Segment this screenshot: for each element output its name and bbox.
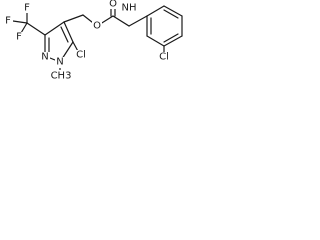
bond-c3-c4 xyxy=(44,21,65,36)
atom-f-top: F xyxy=(24,3,30,14)
atom-cl-pyrazole: Cl xyxy=(76,50,86,61)
atom-methyl: CH3 xyxy=(51,71,72,82)
atom-n1: N xyxy=(56,57,63,68)
bond-ph5 xyxy=(146,35,165,47)
bond-c-f3 xyxy=(20,22,28,34)
atom-o-ether: O xyxy=(93,21,101,32)
atom-o-carbonyl: O xyxy=(109,0,117,10)
atom-labels: F F F N N Cl CH3 O O NH Cl xyxy=(3,0,171,82)
atom-nh: NH xyxy=(122,3,137,14)
atom-f-bottom: F xyxy=(16,32,22,43)
bond-layer xyxy=(12,5,183,71)
atom-f-left: F xyxy=(5,16,11,27)
bond-ph-inner2 xyxy=(163,33,179,43)
bond-cf3-ring xyxy=(26,22,46,36)
chemical-structure-diagram: F F F N N Cl CH3 O O NH Cl xyxy=(3,0,183,82)
bond-c4-c5 xyxy=(63,21,74,43)
bond-ph-inner1 xyxy=(163,9,179,19)
bond-c-nh xyxy=(112,15,130,27)
atom-cl-phenyl: Cl xyxy=(159,52,169,63)
bond-c4-ch2 xyxy=(63,14,84,23)
bond-ph2 xyxy=(163,5,183,17)
bond-ph4 xyxy=(163,35,183,47)
atom-n2: N xyxy=(41,52,48,63)
bond-c-f2 xyxy=(12,20,28,24)
bond-c4-c5-double xyxy=(60,26,69,43)
bond-ph1 xyxy=(146,5,165,17)
bond-nh-ring xyxy=(128,15,148,27)
